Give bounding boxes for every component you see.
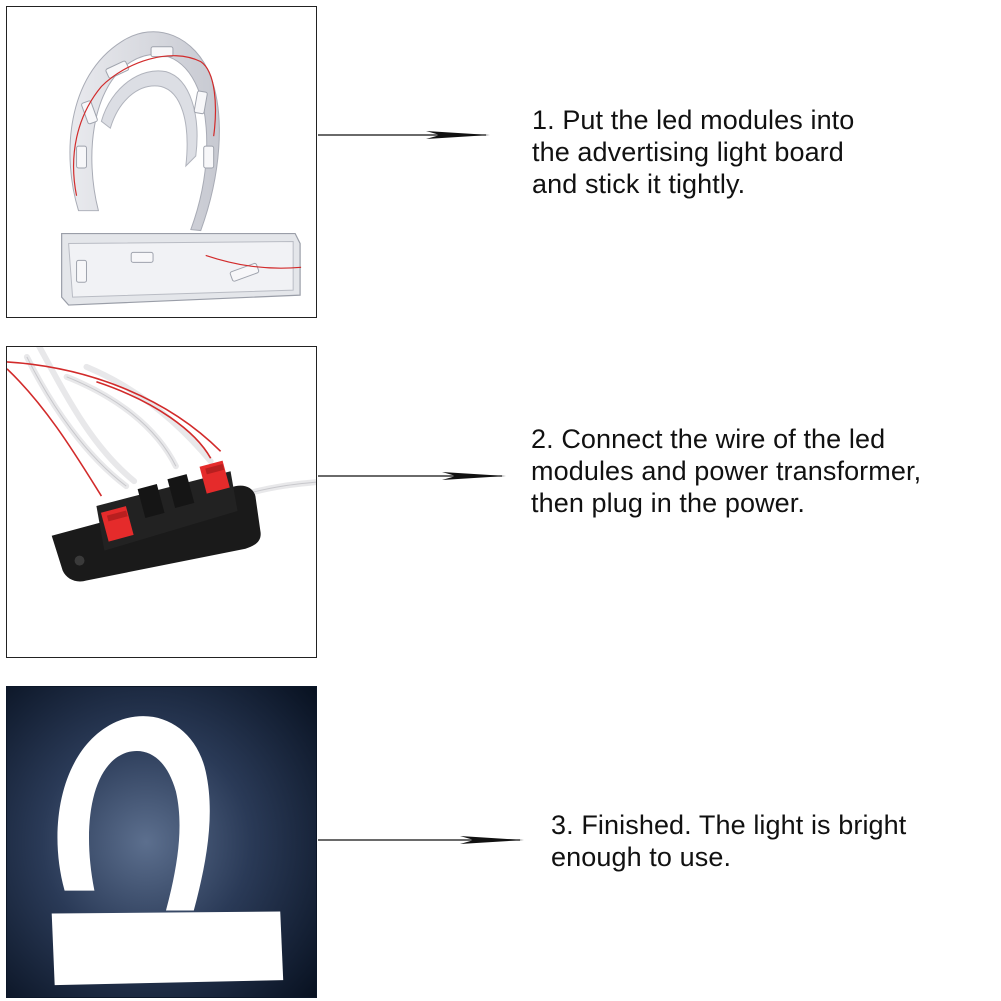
step-2-line-3: then plug in the power. <box>531 488 806 518</box>
step-1-line-3: and stick it tightly. <box>532 169 746 199</box>
wire-terminal-block-icon <box>7 347 316 657</box>
step-2-line-2: modules and power transformer, <box>531 456 922 486</box>
step-1-photo <box>6 6 317 318</box>
arrow-right-icon <box>318 469 506 483</box>
step-2-line-1: 2. Connect the wire of the led <box>531 424 886 454</box>
step-1-line-2: the advertising light board <box>532 137 844 167</box>
step-1-line-1: 1. Put the led modules into <box>532 105 855 135</box>
led-letter-channel-icon <box>7 7 316 317</box>
illuminated-letter-icon <box>7 687 316 997</box>
arrow-right-icon <box>318 128 490 142</box>
step-2-photo <box>6 346 317 658</box>
step-3-line-1: 3. Finished. The light is bright <box>551 810 907 840</box>
step-2-instructions: 2. Connect the wire of the led modules a… <box>531 423 921 519</box>
arrow-right-icon <box>318 833 524 847</box>
step-1-instructions: 1. Put the led modules into the advertis… <box>532 104 854 200</box>
step-3-line-2: enough to use. <box>551 842 732 872</box>
step-3-photo <box>6 686 317 998</box>
step-3-instructions: 3. Finished. The light is bright enough … <box>551 809 906 873</box>
